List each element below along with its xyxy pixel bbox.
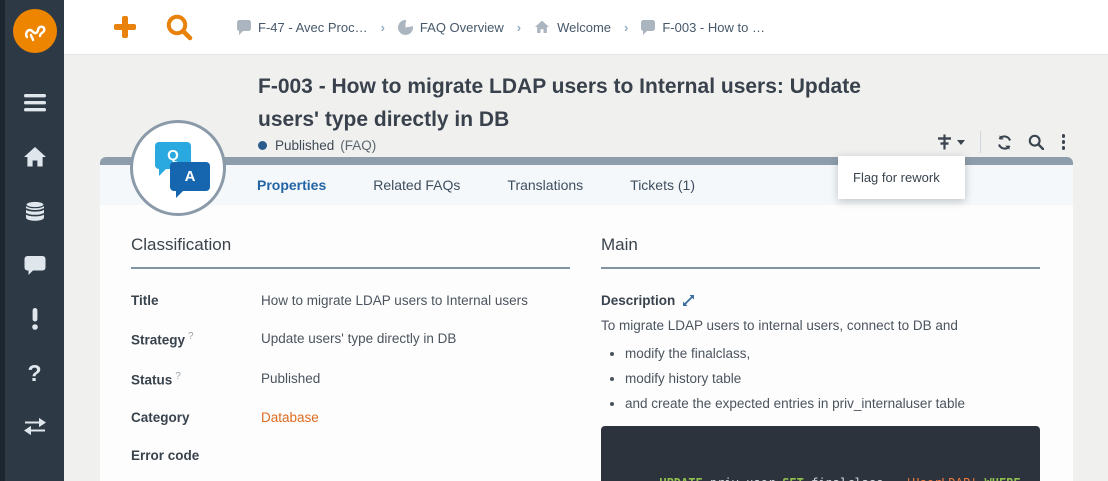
object-card: Properties Related FAQs Translations Tic… — [100, 157, 1073, 481]
chevron-right-icon: › — [380, 19, 385, 35]
chat-icon[interactable] — [23, 253, 47, 277]
create-icon[interactable] — [111, 13, 139, 41]
field-row: Category Database — [131, 410, 570, 425]
chevron-right-icon: › — [516, 19, 522, 35]
refresh-icon[interactable] — [996, 134, 1013, 151]
field-row: Title How to migrate LDAP users to Inter… — [131, 293, 570, 308]
expand-icon[interactable] — [682, 294, 695, 307]
menu-item-flag-for-rework[interactable]: Flag for rework — [853, 170, 940, 185]
home-icon[interactable] — [23, 145, 47, 169]
status-label: Published — [275, 138, 335, 153]
tab-properties[interactable]: Properties — [257, 177, 327, 193]
caret-down-icon — [956, 139, 965, 145]
bullet-item: modify history table — [625, 371, 1040, 386]
main-section: Main Description To migrate LDAP users t… — [601, 235, 1040, 481]
code-token: finalclass = — [804, 476, 905, 481]
field-value: Published — [261, 370, 321, 386]
card-header-bar — [100, 157, 1073, 165]
field-label: Title — [131, 293, 159, 308]
classification-fields: Title How to migrate LDAP users to Inter… — [131, 293, 570, 481]
code-token — [977, 476, 984, 481]
bullet-item: modify the finalclass, — [625, 346, 1040, 361]
global-search-icon[interactable] — [165, 13, 193, 41]
field-row: Status? Published — [131, 371, 570, 388]
pie-chart-icon — [397, 19, 413, 35]
answer-bubble-icon: A — [170, 162, 210, 198]
field-value: Update users' type directly in DB — [261, 331, 457, 346]
bullet-item: and create the expected entries in priv_… — [625, 396, 1040, 411]
help-icon: ? — [188, 331, 194, 342]
field-row: Strategy? Update users' type directly in… — [131, 331, 570, 348]
classification-heading: Classification — [131, 235, 570, 269]
breadcrumb: F-47 - Avec Proc… › FAQ Overview › Welco… — [237, 19, 765, 35]
field-value: How to migrate LDAP users to Internal us… — [261, 293, 528, 308]
tab-translations[interactable]: Translations — [507, 177, 584, 193]
help-icon[interactable]: ? — [27, 359, 42, 386]
field-label: Error code — [131, 448, 200, 463]
tab-tickets[interactable]: Tickets (1) — [630, 177, 695, 193]
description-label: Description — [601, 293, 1040, 308]
logo-squiggle-icon — [25, 25, 46, 42]
actions-dropdown: Flag for rework — [838, 156, 965, 199]
code-token: 'UserLDAP' — [905, 476, 977, 481]
menu-icon[interactable] — [23, 91, 47, 115]
breadcrumb-item-current[interactable]: F-003 - How to … — [641, 20, 765, 35]
faq-avatar: Q A — [130, 120, 226, 216]
transfer-icon[interactable] — [23, 415, 47, 439]
code-line: UPDATE priv_user SET finalclass = 'UserL… — [616, 438, 1025, 481]
main-heading: Main — [601, 235, 1040, 269]
code-token: UPDATE — [659, 476, 702, 481]
field-value[interactable]: Database — [261, 410, 319, 425]
page-title: F-003 - How to migrate LDAP users to Int… — [258, 75, 861, 131]
topbar: F-47 - Avec Proc… › FAQ Overview › Welco… — [64, 0, 1108, 55]
chevron-right-icon: › — [624, 19, 629, 35]
database-icon[interactable] — [23, 199, 47, 223]
alert-icon[interactable] — [23, 307, 47, 331]
breadcrumb-item-faq[interactable]: F-47 - Avec Proc… — [237, 20, 368, 35]
breadcrumb-item-welcome[interactable]: Welcome — [534, 20, 611, 35]
faq-icon — [641, 20, 656, 35]
field-label: Category — [131, 410, 190, 425]
app-logo-icon[interactable] — [13, 9, 57, 53]
more-actions-icon[interactable] — [1059, 134, 1069, 150]
sidebar: ? — [0, 0, 64, 481]
code-token: WHERE — [985, 476, 1021, 481]
object-search-icon[interactable] — [1028, 134, 1044, 150]
field-row: Error code — [131, 448, 570, 463]
field-label: Status? — [131, 370, 181, 388]
faq-icon — [237, 20, 251, 35]
breadcrumb-item-overview[interactable]: FAQ Overview — [397, 19, 504, 35]
help-icon: ? — [175, 370, 181, 382]
status-dot-icon — [258, 141, 267, 150]
code-token: SET — [782, 476, 804, 481]
actions-filter-icon[interactable] — [937, 134, 965, 150]
code-token: priv_user — [703, 476, 782, 481]
description-intro: To migrate LDAP users to internal users,… — [601, 318, 958, 333]
object-class-label: (FAQ) — [340, 138, 377, 153]
tab-related-faqs[interactable]: Related FAQs — [373, 177, 461, 193]
toolbar-divider — [979, 131, 981, 153]
object-toolbar — [937, 131, 1069, 153]
home-icon — [535, 20, 550, 34]
field-label: Strategy? — [131, 331, 194, 348]
sql-code-block: UPDATE priv_user SET finalclass = 'UserL… — [601, 426, 1040, 481]
classification-section: Classification Title How to migrate LDAP… — [131, 235, 570, 481]
status-row: Published (FAQ) — [258, 138, 376, 153]
sidebar-menu: ? — [5, 91, 64, 439]
description-bullets: modify the finalclass, modify history tab… — [601, 346, 1040, 411]
